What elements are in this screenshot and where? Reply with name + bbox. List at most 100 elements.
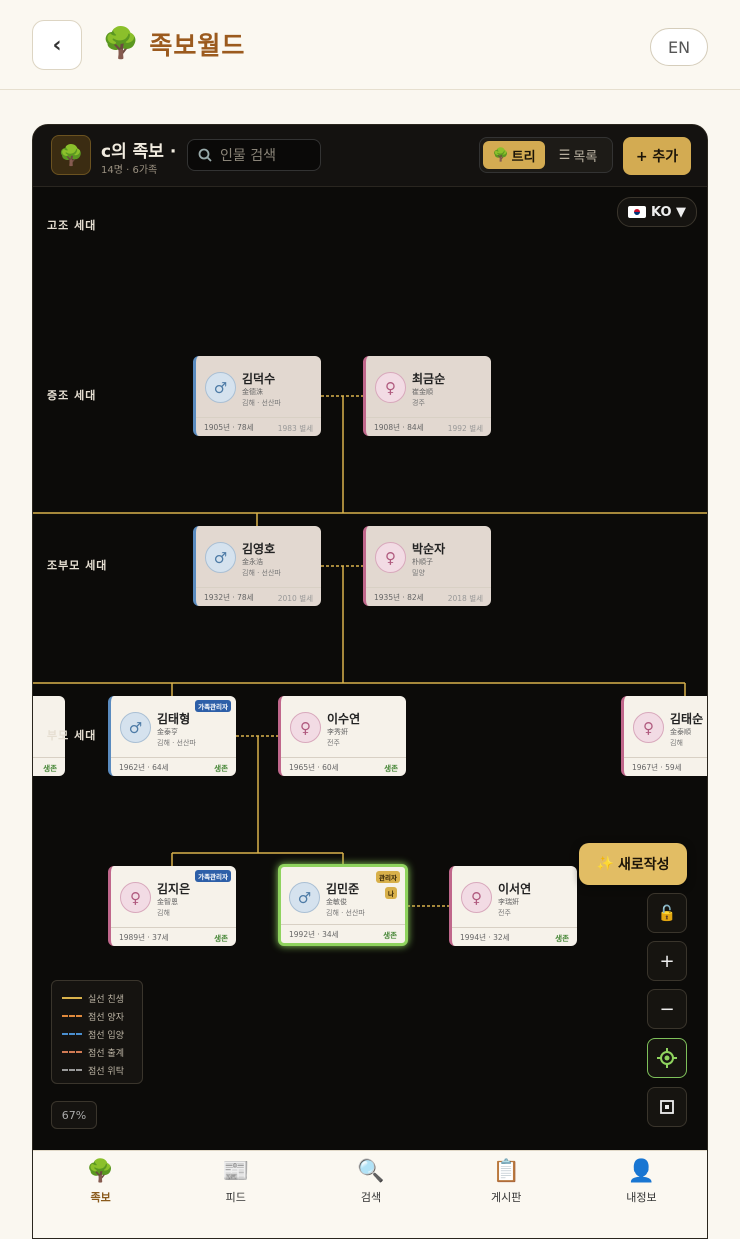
fit-screen-icon (660, 1100, 674, 1114)
legend-label: 실선 친생 (88, 994, 124, 1005)
newspaper-icon: 📰 (222, 1159, 250, 1184)
nav-feed[interactable]: 📰 피드 (168, 1151, 303, 1238)
person-life: 1967년 · 59세 (632, 763, 682, 772)
person-card[interactable]: ♀ 김태순 金泰順 김해 1967년 · 59세 (621, 696, 707, 776)
me-badge: 나 (385, 887, 397, 899)
sparkle-icon: ✨ (596, 856, 614, 872)
person-clan: 전주 (327, 739, 340, 747)
person-life: 1935년 · 82세 (374, 593, 424, 602)
person-status: 생존 (384, 764, 398, 773)
person-name: 이수연 (327, 712, 361, 726)
relationship-lines (33, 395, 707, 907)
person-status: 1992 별세 (447, 424, 483, 433)
male-icon: ♂ (205, 542, 236, 573)
back-button[interactable]: ‹ (32, 20, 82, 70)
person-hanja: 崔金順 (412, 388, 433, 396)
nav-label: 검색 (360, 1191, 382, 1204)
tree-stats: 14명 · 6가족 (101, 165, 158, 176)
nav-search[interactable]: 🔍검색 (303, 1151, 438, 1238)
tree-title[interactable]: c의 족보 · (101, 142, 177, 162)
person-status: 2018 별세 (447, 594, 483, 603)
person-hanja: 朴順子 (412, 558, 433, 566)
zoom-out-button[interactable]: − (647, 989, 687, 1029)
tree-canvas[interactable]: 🌳 c의 족보 · 14명 · 6가족 인물 검색 🌳트리 ☰목록 + 추가 K… (32, 124, 708, 1239)
legend-item: 점선 위탁 (62, 1061, 132, 1079)
person-hanja: 金泰順 (670, 728, 691, 736)
legend-label: 점선 출계 (88, 1048, 124, 1059)
app-title: 🌳 족보월드 (102, 24, 245, 64)
nav-label: 게시판 (491, 1191, 522, 1204)
new-post-button[interactable]: ✨ 새로작성 (579, 843, 687, 885)
person-search-input[interactable]: 인물 검색 (187, 139, 321, 171)
generation-label: 부모 세대 (47, 729, 97, 742)
person-life: 1989년 · 37세 (119, 933, 169, 942)
female-icon: ♀ (375, 542, 406, 573)
legend-label: 점선 양자 (88, 1012, 124, 1023)
generation-label: 조부모 세대 (47, 559, 108, 572)
fit-view-button[interactable] (647, 1087, 687, 1127)
person-status: 생존 (214, 764, 228, 773)
person-name: 김태형 (157, 712, 191, 726)
legend-label: 점선 위탁 (88, 1066, 124, 1077)
person-name: 김민준 (326, 882, 360, 896)
nav-profile[interactable]: 👤 내정보 (574, 1151, 707, 1238)
nav-label: 피드 (225, 1191, 246, 1204)
male-icon: ♂ (120, 712, 151, 743)
person-status: 생존 (383, 931, 397, 940)
nav-tree[interactable]: 🌳 족보 (33, 1151, 168, 1238)
person-clan: 김해 · 선산파 (242, 569, 281, 577)
male-icon: ♂ (289, 882, 320, 913)
person-name: 김덕수 (242, 372, 276, 386)
plus-icon: + (659, 950, 675, 972)
person-name: 김지은 (157, 882, 191, 896)
person-card[interactable]: 생존 (33, 696, 65, 776)
admin-badge: 관리자 (376, 871, 400, 883)
tab-tree-view[interactable]: 🌳트리 (483, 141, 545, 169)
legend-item: 점선 출계 (62, 1043, 132, 1061)
family-manager-badge: 가족관리자 (195, 700, 231, 712)
person-name: 김태순 (670, 712, 704, 726)
person-life: 1962년 · 64세 (119, 763, 169, 772)
user-icon: 👤 (627, 1159, 656, 1184)
person-life: 1992년 · 34세 (289, 930, 339, 939)
person-clan: 전주 (498, 909, 511, 917)
person-clan: 김해 · 선산파 (157, 739, 196, 747)
person-life: 1994년 · 32세 (460, 933, 510, 942)
person-hanja: 金泰亨 (157, 728, 178, 736)
nav-label: 족보 (90, 1191, 111, 1204)
target-icon (657, 1048, 677, 1068)
generation-label: 고조 세대 (47, 219, 97, 232)
nav-board[interactable]: 📋게시판 (439, 1151, 574, 1238)
language-button[interactable]: EN (650, 28, 708, 66)
tree-icon: 🌳 (86, 1159, 115, 1184)
person-clan: 김해 · 선산파 (242, 399, 281, 407)
zoom-in-button[interactable]: + (647, 941, 687, 981)
person-name: 김영호 (242, 542, 276, 556)
person-clan: 김해 · 선산파 (326, 909, 365, 917)
korea-flag-icon (627, 206, 646, 218)
lock-button[interactable]: 🔓 (647, 893, 687, 933)
person-life: 1932년 · 78세 (204, 593, 254, 602)
person-name: 최금순 (412, 372, 446, 386)
legend-item: 점선 입양 (62, 1025, 132, 1043)
nav-label: 내정보 (626, 1191, 657, 1204)
add-person-button[interactable]: + 추가 (623, 137, 691, 175)
locale-select[interactable]: KO ▼ (617, 197, 697, 227)
person-life: 1908년 · 84세 (374, 423, 424, 432)
locate-me-button[interactable] (647, 1038, 687, 1078)
person-card[interactable]: ♂ 가족관리자 김태형 金泰亨 김해 · 선산파 1962년 · 64세 생존 (108, 696, 236, 776)
person-status: 생존 (555, 934, 569, 943)
female-icon: ♀ (633, 712, 664, 743)
tab-list-view[interactable]: ☰목록 (547, 141, 609, 169)
person-status: 1983 별세 (277, 424, 313, 433)
female-icon: ♀ (120, 882, 151, 913)
person-status: 2010 별세 (277, 594, 313, 603)
